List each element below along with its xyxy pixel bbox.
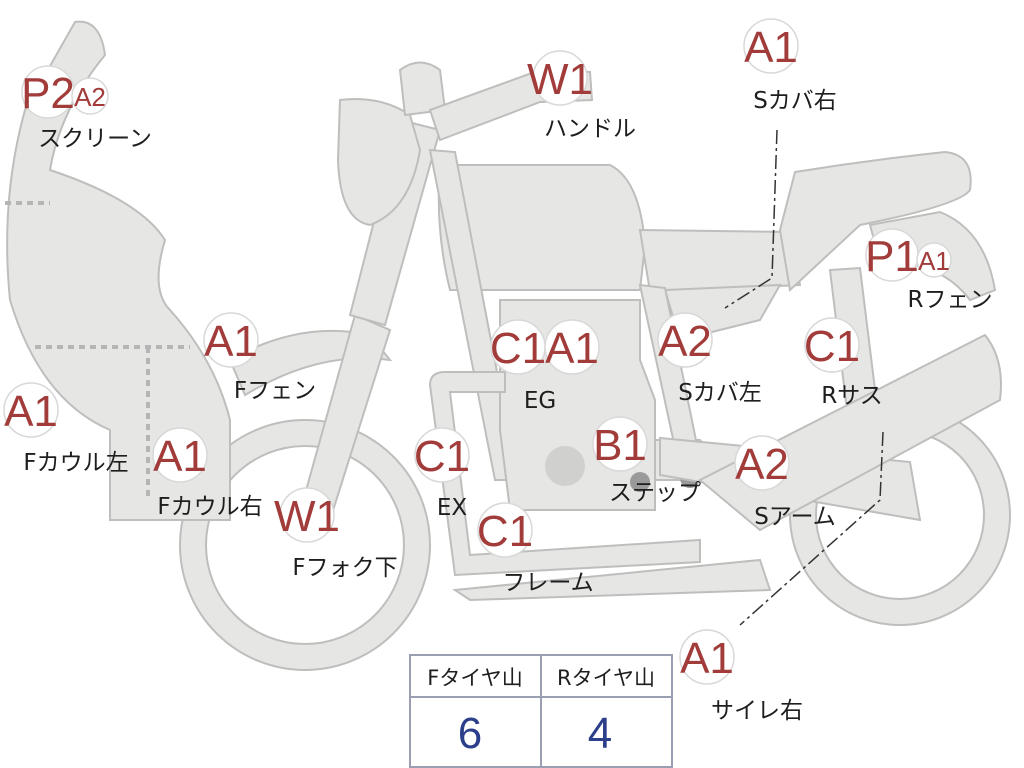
rear-tire-header: Rタイヤ山 <box>557 666 655 690</box>
svg-text:A1: A1 <box>4 387 58 436</box>
svg-text:ハンドル: ハンドル <box>544 116 636 142</box>
front-tire-header: Fタイヤ山 <box>427 666 522 690</box>
svg-text:Fカウル左: Fカウル左 <box>23 450 128 476</box>
label-handle: W1 ハンドル <box>527 50 636 142</box>
svg-text:Rサス: Rサス <box>821 383 883 409</box>
svg-text:Fカウル右: Fカウル右 <box>157 494 262 520</box>
label-silencer-right: A1 サイレ右 <box>679 629 803 724</box>
fuel-tank-shape <box>437 164 647 291</box>
svg-text:C1: C1 <box>477 507 533 556</box>
rear-tire-value: 4 <box>588 709 612 758</box>
svg-text:W1: W1 <box>274 492 340 541</box>
label-f-cowl-left: A1 Fカウル左 <box>3 382 129 476</box>
svg-text:C1: C1 <box>414 432 470 481</box>
svg-text:C1: C1 <box>804 322 860 371</box>
svg-text:Rフェン: Rフェン <box>908 287 993 313</box>
svg-text:W1: W1 <box>527 55 593 104</box>
svg-text:A2: A2 <box>735 440 789 489</box>
seat-tail-shape <box>778 150 972 292</box>
label-f-cowl-right: A1 Fカウル右 <box>152 427 263 520</box>
label-eg: C1 A1 EG <box>490 319 600 414</box>
svg-text:EX: EX <box>437 495 468 521</box>
svg-text:Sカバ左: Sカバ左 <box>678 380 762 406</box>
svg-text:A1: A1 <box>545 324 599 373</box>
label-r-fender: P1 A1 Rフェン <box>865 228 993 313</box>
svg-text:A2: A2 <box>74 82 106 112</box>
svg-text:ステップ: ステップ <box>609 480 701 506</box>
svg-text:サイレ右: サイレ右 <box>711 698 803 724</box>
exhaust-shape <box>428 371 701 577</box>
label-r-sus: C1 Rサス <box>804 317 883 409</box>
leader-lines <box>724 129 884 626</box>
svg-text:A1: A1 <box>153 432 207 481</box>
label-step: B1 ステップ <box>592 416 701 506</box>
svg-text:Sカバ右: Sカバ右 <box>753 88 837 114</box>
front-cowl-shape <box>6 20 231 521</box>
label-frame: C1 フレーム <box>477 502 594 596</box>
svg-text:Fフォク下: Fフォク下 <box>292 555 397 581</box>
svg-text:Fフェン: Fフェン <box>234 378 316 404</box>
label-f-fork: W1 Fフォク下 <box>274 487 398 581</box>
svg-text:A1: A1 <box>918 246 950 276</box>
label-s-cover-right: A1 Sカバ右 <box>743 18 837 114</box>
svg-text:P1: P1 <box>865 232 919 281</box>
svg-text:A2: A2 <box>658 317 712 366</box>
label-ex: C1 EX <box>414 427 470 521</box>
svg-text:P2: P2 <box>21 69 75 118</box>
label-s-cover-left: A2 Sカバ左 <box>657 312 762 406</box>
front-tire-value: 6 <box>458 709 482 758</box>
label-s-arm: A2 Sアーム <box>734 435 836 530</box>
svg-text:Sアーム: Sアーム <box>754 504 836 530</box>
tire-tread-table: Fタイヤ山 Rタイヤ山 6 4 <box>409 654 673 768</box>
front-wheel <box>180 420 430 670</box>
label-screen: P2 A2 スクリーン <box>21 65 152 152</box>
svg-text:C1: C1 <box>490 324 546 373</box>
svg-text:スクリーン: スクリーン <box>38 126 152 152</box>
svg-text:A1: A1 <box>204 317 258 366</box>
svg-text:B1: B1 <box>593 421 647 470</box>
svg-text:フレーム: フレーム <box>502 570 593 596</box>
svg-text:A1: A1 <box>744 23 798 72</box>
svg-text:A1: A1 <box>680 634 734 683</box>
svg-text:EG: EG <box>524 388 556 414</box>
label-f-fender: A1 Fフェン <box>203 312 316 404</box>
